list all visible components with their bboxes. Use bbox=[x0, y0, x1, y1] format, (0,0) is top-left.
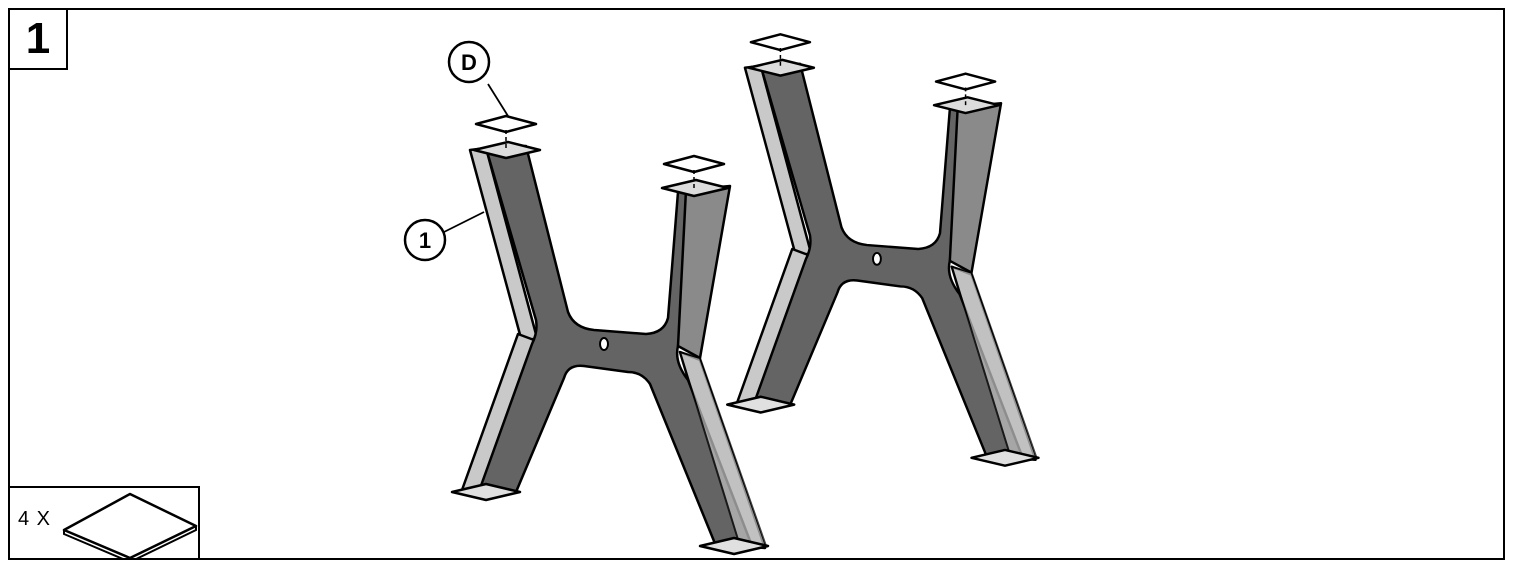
step-number-box: 1 bbox=[8, 8, 68, 70]
callout-circle-icon bbox=[447, 40, 491, 84]
callout-d: D bbox=[447, 40, 509, 117]
step-number: 1 bbox=[25, 14, 51, 63]
step-frame bbox=[8, 8, 1505, 560]
callout-1-label: 1 bbox=[419, 228, 431, 253]
callout-1: 1 bbox=[403, 211, 485, 262]
table-leg-right bbox=[725, 33, 1040, 467]
callout-d-label: D bbox=[461, 50, 477, 75]
square-pad-icon bbox=[62, 492, 198, 560]
table-leg-left bbox=[450, 114, 770, 556]
callout-circle-icon bbox=[403, 218, 447, 262]
parts-box: 4 X bbox=[8, 486, 200, 560]
parts-quantity: 4 X bbox=[18, 508, 52, 530]
